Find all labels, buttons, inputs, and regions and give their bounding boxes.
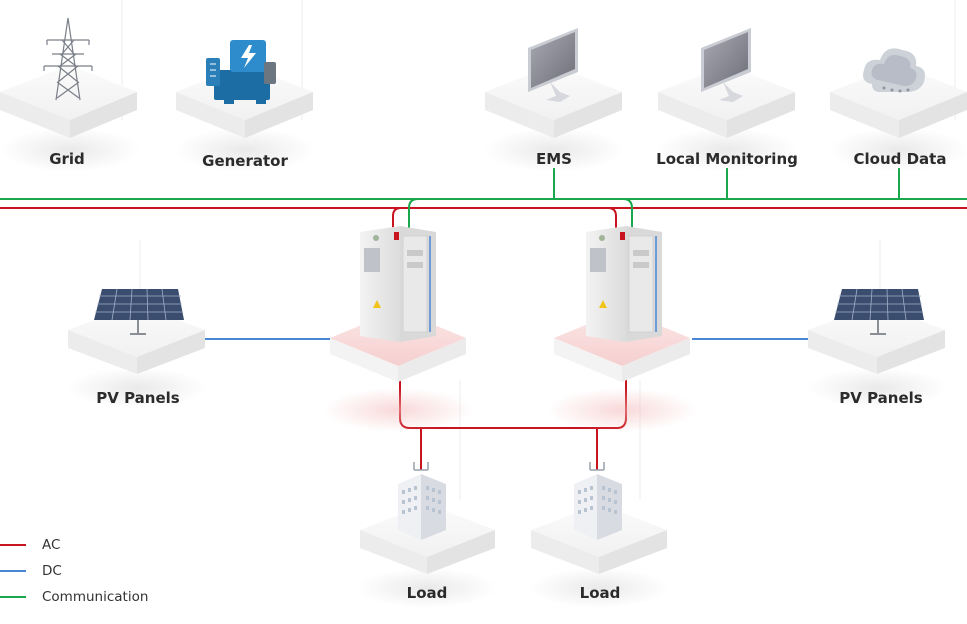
legend-item-ac: AC [0,532,148,558]
legend-swatch-communication [0,596,26,598]
cloud-icon [863,48,925,93]
legend-item-dc: DC [0,558,148,584]
building-icon [574,462,622,540]
legend-label-ac: AC [42,537,61,553]
platform-local-monitoring [657,65,797,172]
legend-label-dc: DC [42,563,62,579]
solar-panel-icon [94,288,184,335]
generator-icon [206,40,276,104]
legend: AC DC Communication [0,532,148,610]
battery-cabinet-icon [586,226,662,342]
cloud-data-label: Cloud Data [853,150,947,168]
generator-label: Generator [202,152,288,170]
ems-monitor-icon [528,28,578,102]
local-monitoring-label: Local Monitoring [656,150,798,168]
ems-label: EMS [536,150,572,168]
transmission-tower-icon [43,17,93,101]
load-left-label: Load [406,584,448,602]
pv-panels-left-label: PV Panels [96,389,180,407]
pv-panels-right-label: PV Panels [839,389,923,407]
local-monitoring-monitor-icon [701,28,751,102]
communication-links [408,168,900,243]
grid-label: Grid [49,150,85,168]
legend-label-communication: Communication [42,589,149,605]
solar-panel-icon [834,288,924,335]
load-right-label: Load [579,584,621,602]
legend-item-communication: Communication [0,584,148,610]
platform-grid [0,65,140,172]
legend-swatch-ac [0,544,26,546]
platform-ems [484,65,624,172]
building-icon [398,462,446,540]
battery-cabinet-icon [360,226,436,342]
legend-swatch-dc [0,570,26,572]
